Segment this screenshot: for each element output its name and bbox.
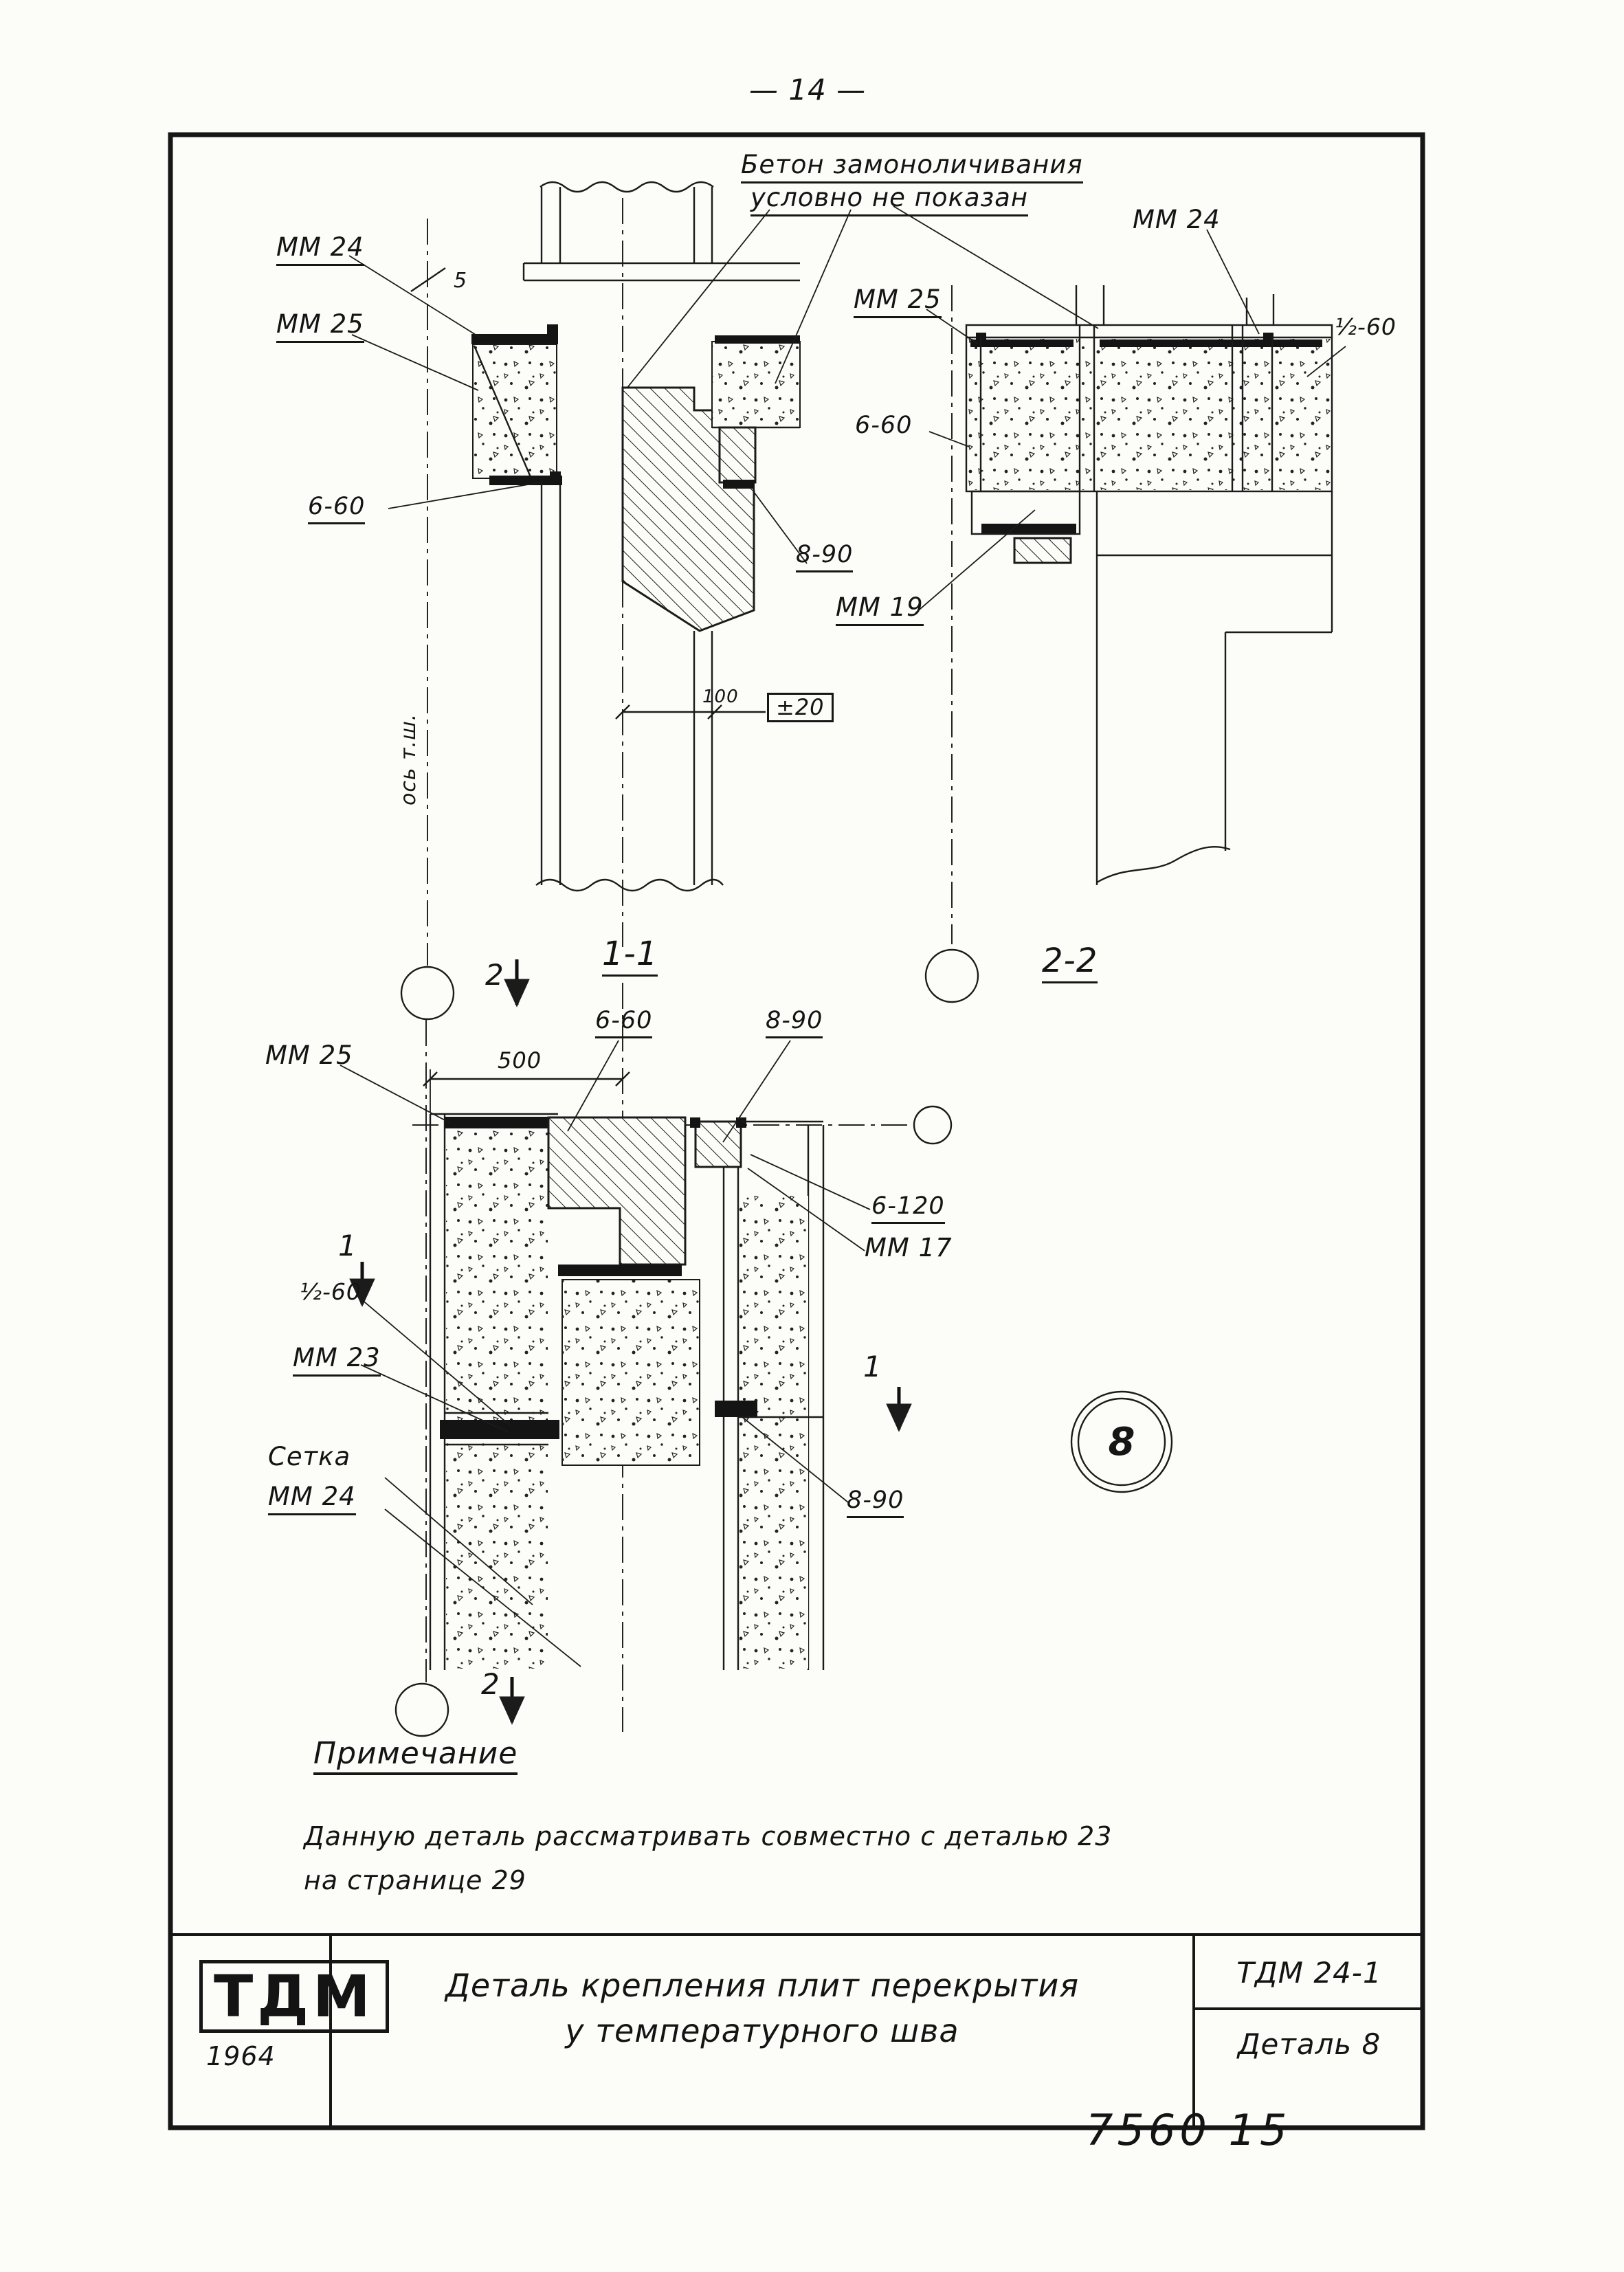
callout-weld-6-60-s2: 6-60: [855, 412, 913, 439]
logo-year: 1964: [206, 2041, 276, 2071]
handwritten-stamp: 7560 15: [1086, 2105, 1291, 2155]
callout-weld-8-90-plan-bottom: 8-90: [847, 1487, 904, 1518]
callout-weld-half-60-s2: ½-60: [1335, 313, 1397, 340]
detail-number-bubble: 8: [1108, 1419, 1135, 1464]
note-concrete-line1: Бетон замоноличивания: [741, 151, 1083, 183]
section-1-1-linework: [348, 181, 1099, 966]
callout-mm25-s1: ММ 25: [276, 310, 364, 343]
callout-weld-half-60-plan: ½-60: [300, 1278, 361, 1305]
note-line1: Данную деталь рассматривать совместно с …: [304, 1821, 1113, 1851]
callout-mm17-plan: ММ 17: [865, 1233, 953, 1262]
axis-label-seam: ось т.ш.: [397, 713, 421, 805]
callout-tick-5: 5: [454, 269, 468, 293]
document-code: ТДМ 24-1: [1236, 1956, 1382, 1990]
dim-100: 100: [702, 687, 739, 707]
section-title-2-2: 2-2: [1042, 943, 1098, 983]
callout-mm24-s1: ММ 24: [276, 233, 364, 266]
callout-weld-6-60-s1: 6-60: [308, 493, 366, 524]
dim-500: 500: [498, 1047, 542, 1073]
sheet-frame: [168, 132, 1425, 2130]
drawing-title-line1: Деталь крепления плит перекрытия: [445, 1967, 1079, 2004]
note-heading: Примечание: [313, 1737, 518, 1776]
tolerance-box: ±20: [767, 693, 834, 723]
callout-weld-6-120-plan: 6-120: [871, 1193, 945, 1224]
callout-mesh-line2: ММ 24: [268, 1482, 356, 1515]
callout-mm25-s2: ММ 25: [854, 285, 942, 318]
callout-weld-8-90-s1: 8-90: [796, 542, 854, 572]
plan-detail-linework: [340, 983, 953, 1732]
drawing-title-line2: у температурного шва: [565, 2012, 959, 2049]
callout-mesh-line1: Сетка: [268, 1442, 351, 1471]
page-number: — 14 —: [749, 73, 867, 107]
detail-cell-label: Деталь 8: [1237, 2027, 1381, 2061]
callout-mm19-s2: ММ 19: [836, 593, 924, 626]
callout-mm25-plan: ММ 25: [265, 1040, 353, 1070]
callout-mm23-plan: ММ 23: [293, 1344, 381, 1377]
org-logo: ТДМ: [199, 1960, 389, 2034]
cut-label-1-right: 1: [863, 1350, 882, 1383]
section-2-2-linework: [915, 229, 1346, 944]
cut-label-2-top: 2: [485, 958, 504, 992]
section-marks: [349, 948, 1173, 1737]
cut-label-2-bottom: 2: [481, 1667, 500, 1701]
cut-label-1-left: 1: [338, 1229, 357, 1262]
callout-weld-6-60-plan: 6-60: [595, 1007, 653, 1038]
callout-mm24-s2: ММ 24: [1133, 205, 1221, 234]
callout-weld-8-90-plan-top: 8-90: [766, 1007, 823, 1038]
note-line2: на странице 29: [304, 1865, 526, 1895]
note-concrete-line2: условно не показан: [750, 183, 1029, 216]
section-title-1-1: 1-1: [602, 936, 658, 977]
